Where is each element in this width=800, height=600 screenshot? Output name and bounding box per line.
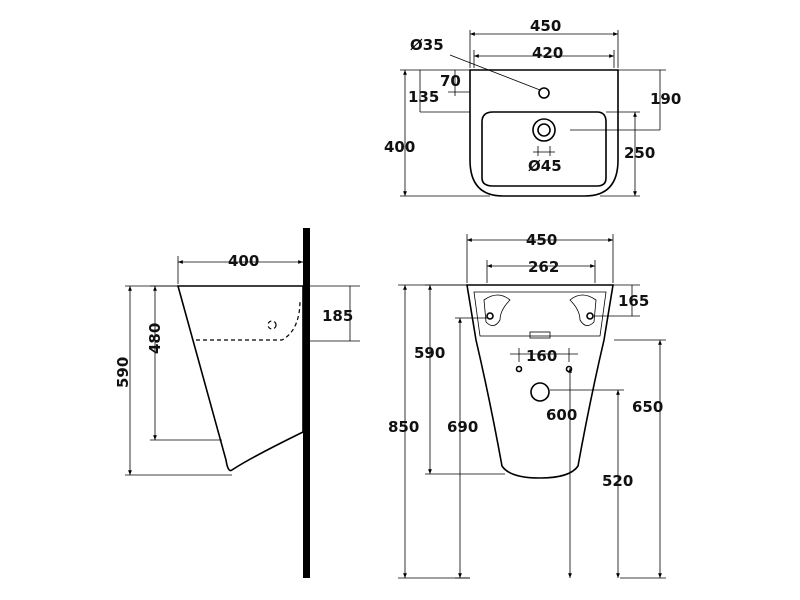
dim-side-projection: 400	[228, 252, 259, 270]
wall	[303, 228, 310, 578]
front-view-right-fixing-hole	[586, 312, 594, 320]
leader-tap-hole	[449, 54, 541, 91]
front-view-left-fixing-hole	[486, 312, 494, 320]
dim-top-bowl-offset: 190	[650, 90, 681, 108]
dim-tap-hole-diameter: Ø35	[410, 36, 444, 54]
waste-outlet-outer	[532, 118, 556, 142]
dim-top-inner-width: 420	[532, 44, 563, 62]
tap-hole	[538, 87, 550, 99]
side-view-bowl-dashed	[196, 299, 301, 341]
front-view-waste-outlet	[530, 382, 550, 402]
dim-top-depth: 400	[384, 138, 415, 156]
dim-front-outer-bracket-height: 650	[632, 398, 663, 416]
dim-front-overall-width: 450	[526, 231, 557, 249]
front-view-overflow-slot	[529, 331, 551, 339]
side-view: 400 185 480 590	[114, 228, 360, 578]
dim-top-tap-edge-offset: 135	[408, 88, 439, 106]
front-view-lower-right-fixing	[565, 365, 573, 373]
dim-side-overall-height: 590	[114, 357, 132, 388]
top-view-bowl-outline	[481, 111, 607, 187]
dim-side-wall-fix-height: 185	[322, 307, 353, 325]
front-view-left-fixing-slot	[483, 294, 511, 326]
dim-top-tap-offset: 70	[440, 72, 461, 90]
dim-front-waste-height: 520	[602, 472, 633, 490]
dim-front-inner-height: 590	[414, 344, 445, 362]
dim-front-fixing-centres: 262	[528, 258, 559, 276]
dim-top-overall-width: 450	[530, 17, 561, 35]
dim-front-fixing-height: 165	[618, 292, 649, 310]
front-view-lower-left-fixing	[515, 365, 523, 373]
dim-side-inner-height: 480	[146, 323, 164, 354]
front-view-inner-outline	[473, 291, 607, 337]
dim-front-rim-height: 850	[388, 418, 419, 436]
dim-front-inner-rim-height: 690	[447, 418, 478, 436]
dim-front-lower-fixing-centres: 160	[526, 347, 557, 365]
front-view-basin-outline	[466, 284, 614, 479]
side-view-basin-outline	[176, 285, 304, 472]
front-view: 450 262 165 160 590 850 690 600	[388, 231, 666, 579]
waste-outlet-inner	[537, 123, 551, 137]
front-view-right-fixing-slot	[569, 294, 597, 326]
dim-top-bowl-depth: 250	[624, 144, 655, 162]
side-view-fixing-point	[267, 320, 277, 330]
top-view: 450 420 Ø35 70 135 400 190 250	[384, 17, 681, 197]
dim-front-bracket-height: 600	[546, 406, 577, 424]
dim-waste-diameter: Ø45	[528, 157, 562, 175]
top-view-basin-outline	[469, 69, 619, 197]
